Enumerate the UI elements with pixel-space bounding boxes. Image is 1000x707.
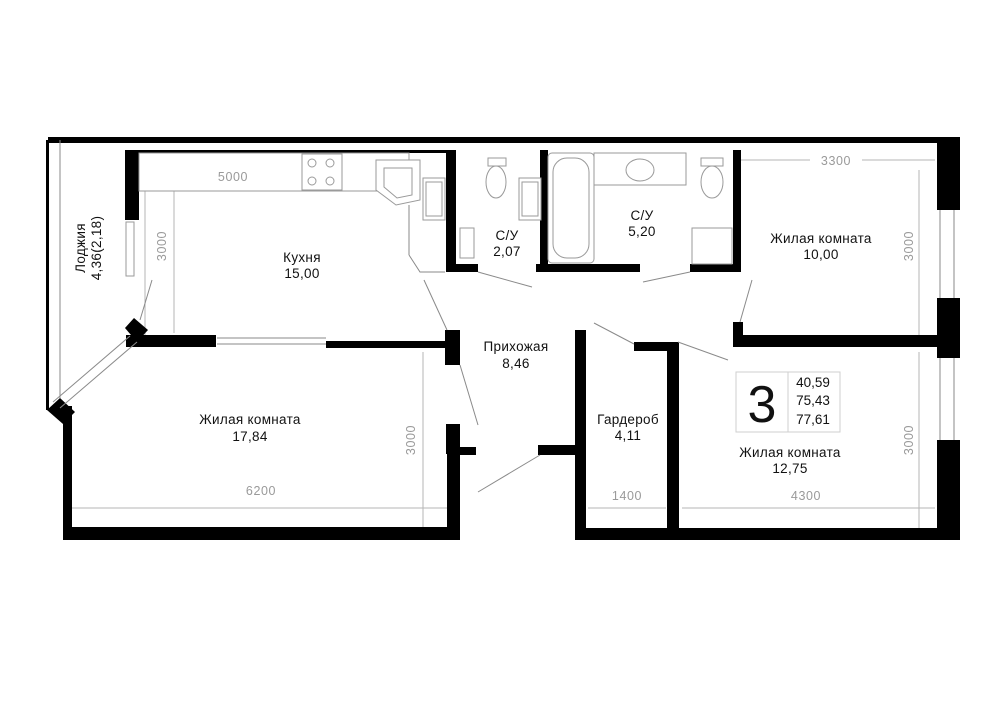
dim-living-width: 6200	[246, 484, 276, 498]
dimension-labels: 5000 3000 3300 3000 6200 3000 1400 4300 …	[155, 154, 916, 503]
loggia-name: Лоджия	[73, 223, 88, 273]
stove-icon	[301, 153, 343, 191]
summary-area-3: 77,61	[796, 412, 830, 427]
bedroom-ne-name: Жилая комната	[770, 231, 872, 246]
dim-bedroom-ne-depth: 3000	[902, 231, 916, 261]
windows	[52, 140, 955, 440]
loggia-area: 4,36(2,18)	[89, 216, 104, 281]
door-lines	[139, 271, 753, 493]
bathroom-fixtures	[459, 152, 733, 265]
dim-kitchen-depth: 3000	[155, 231, 169, 261]
hall-area: 8,46	[502, 356, 529, 371]
loggia-radiator	[125, 221, 135, 277]
wc-small-name: С/У	[496, 228, 519, 243]
kitchen-name: Кухня	[283, 250, 321, 265]
rooms-count: 3	[748, 376, 777, 434]
dim-bedroom-ne-width: 3300	[821, 154, 851, 168]
wc-large-name: С/У	[631, 208, 654, 223]
dim-bedroom-se-width: 4300	[791, 489, 821, 503]
toilet-icon	[487, 157, 507, 167]
kitchen-fixtures	[138, 152, 446, 273]
room-labels: Кухня 15,00 С/У 2,07 С/У 5,20 Жилая комн…	[73, 208, 872, 476]
dim-kitchen-width: 5000	[218, 170, 248, 184]
wardrobe-name: Гардероб	[597, 412, 659, 427]
wc-large-area: 5,20	[628, 224, 655, 239]
summary-area-2: 75,43	[796, 393, 830, 408]
hall-name: Прихожая	[484, 339, 549, 354]
dim-living-depth: 3000	[404, 425, 418, 455]
wc-small-area: 2,07	[493, 244, 520, 259]
bedroom-se-area: 12,75	[772, 461, 807, 476]
wardrobe-area: 4,11	[615, 428, 641, 443]
living-big-area: 17,84	[232, 429, 267, 444]
living-big-name: Жилая комната	[199, 412, 301, 427]
dim-wardrobe-width: 1400	[612, 489, 642, 503]
bedroom-se-name: Жилая комната	[739, 445, 841, 460]
summary-box: 3 40,59 75,43 77,61	[735, 371, 841, 434]
bedroom-ne-area: 10,00	[803, 247, 838, 262]
toilet-icon	[700, 157, 724, 167]
kitchen-area: 15,00	[284, 266, 319, 281]
walls	[46, 137, 960, 540]
summary-area-1: 40,59	[796, 375, 830, 390]
dim-bedroom-se-depth: 3000	[902, 425, 916, 455]
